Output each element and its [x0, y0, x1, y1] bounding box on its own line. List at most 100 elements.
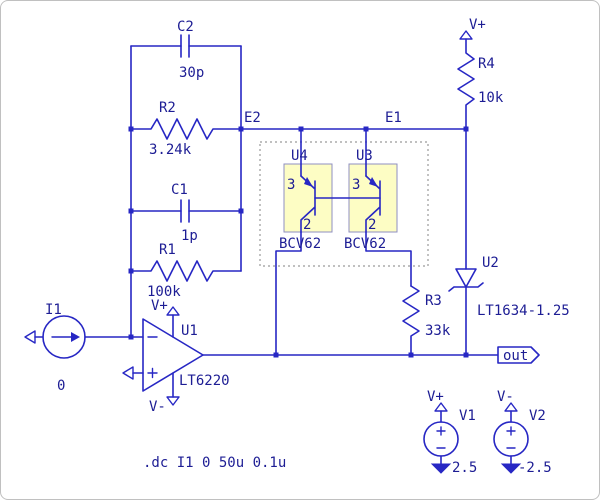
selection-box [259, 141, 429, 267]
ground-icon[interactable] [430, 463, 452, 474]
resistor-zigzag [402, 285, 420, 356]
component-ref[interactable]: I1 [45, 302, 62, 318]
vminus-flag-icon[interactable] [504, 402, 518, 412]
net-label-vplus[interactable]: V+ [427, 389, 444, 405]
junction-dot [298, 126, 304, 132]
zener-diode-glyph [455, 268, 477, 288]
wire-feedback-rails[interactable] [130, 45, 242, 338]
component-ref[interactable]: V1 [459, 408, 476, 424]
zener-cathode-bar [448, 282, 484, 292]
junction-dot [463, 126, 469, 132]
ground-arrow-icon[interactable] [24, 330, 36, 344]
component-value[interactable]: BCV62 [344, 236, 386, 252]
vplus-flag-icon[interactable] [166, 306, 180, 316]
vminus-flag-icon[interactable] [166, 396, 180, 406]
capacitor-plates [180, 34, 190, 58]
component-ref[interactable]: R1 [159, 242, 176, 258]
component-value[interactable]: LT1634-1.25 [477, 303, 570, 319]
resistor-zigzag [130, 118, 242, 140]
component-c2[interactable]: C2 30p [177, 19, 204, 81]
component-c1[interactable]: C1 1p [171, 182, 198, 244]
component-ref[interactable]: U4 [291, 148, 308, 164]
component-ref[interactable]: V2 [529, 408, 546, 424]
component-value[interactable]: 100k [147, 284, 181, 300]
component-ref[interactable]: R2 [159, 100, 176, 116]
polarity-marks [436, 426, 446, 449]
component-r1[interactable]: R1 100k [130, 242, 242, 300]
resistor-zigzag [457, 38, 475, 130]
component-u1[interactable]: V+ V- U1 LT6220 [122, 298, 230, 415]
junction-dot [128, 334, 134, 340]
ground-arrow-icon[interactable] [122, 366, 134, 380]
ground-icon[interactable] [500, 463, 522, 474]
component-value[interactable]: 3.24k [149, 142, 192, 158]
component-r4[interactable]: V+ R4 10k [457, 17, 504, 130]
vplus-flag-icon[interactable] [459, 30, 473, 40]
component-u3[interactable]: U3 3 2 BCV62 [344, 148, 386, 252]
component-value[interactable]: -2.5 [518, 460, 552, 476]
port-outline [497, 346, 540, 364]
capacitor-plates [180, 199, 190, 223]
emitter-arrow-icon [369, 177, 378, 187]
pin-number: 2 [368, 217, 376, 233]
voltage-source-circle [423, 421, 459, 457]
component-v1[interactable]: V+ V1 2.5 [423, 389, 477, 476]
wire-u3-collector-route[interactable] [365, 231, 412, 287]
component-ref[interactable]: C2 [177, 19, 194, 35]
junction-dot [363, 126, 369, 132]
net-label-e1[interactable]: E1 [385, 110, 402, 126]
spice-directive[interactable]: .dc I1 0 50u 0.1u [143, 455, 286, 471]
current-arrow-head-icon [71, 332, 80, 342]
net-label-vminus[interactable]: V- [149, 399, 166, 415]
component-r2[interactable]: R2 3.24k [130, 100, 242, 158]
component-ref[interactable]: R3 [425, 293, 442, 309]
component-value[interactable]: 0 [57, 378, 65, 394]
component-i1[interactable]: I1 0 [24, 302, 86, 394]
output-port[interactable]: out [497, 346, 540, 364]
pin-number: 3 [287, 177, 295, 193]
pin-number: 2 [303, 217, 311, 233]
component-ref[interactable]: U3 [356, 148, 373, 164]
opamp-triangle [142, 318, 204, 392]
pin-number: 3 [352, 177, 360, 193]
wire-emitter-drops[interactable] [300, 128, 367, 177]
component-ref[interactable]: U2 [482, 255, 499, 271]
emitter-arrow-icon [304, 177, 313, 187]
net-label-out[interactable]: out [503, 348, 528, 364]
component-value[interactable]: LT6220 [179, 373, 230, 389]
component-ref[interactable]: U1 [181, 323, 198, 339]
net-label-vminus[interactable]: V- [497, 389, 514, 405]
noninverting-input-glyph [147, 367, 158, 379]
vplus-flag-icon[interactable] [434, 402, 448, 412]
resistor-zigzag [130, 260, 242, 282]
component-value[interactable]: 2.5 [452, 460, 477, 476]
component-value[interactable]: 30p [179, 65, 204, 81]
component-u2[interactable]: U2 LT1634-1.25 [448, 255, 570, 319]
junction-dots [128, 126, 469, 358]
wire-u4-collector-route[interactable] [275, 231, 302, 356]
voltage-source-circle [493, 421, 529, 457]
current-source-circle [42, 315, 86, 359]
junction-dot [408, 352, 414, 358]
component-value[interactable]: BCV62 [279, 236, 321, 252]
component-value[interactable]: 1p [181, 228, 198, 244]
component-u4[interactable]: U4 3 2 BCV62 [279, 148, 321, 252]
component-v2[interactable]: V- V2 -2.5 [493, 389, 552, 476]
junction-dot [128, 268, 134, 274]
component-ref[interactable]: C1 [171, 182, 188, 198]
junction-dot [463, 352, 469, 358]
polarity-marks [506, 426, 516, 449]
net-label-vplus[interactable]: V+ [151, 298, 168, 314]
wire-opamp-inputs[interactable] [34, 336, 144, 374]
junction-dot [128, 208, 134, 214]
net-label-e2[interactable]: E2 [244, 110, 261, 126]
net-label-vplus[interactable]: V+ [469, 17, 486, 33]
junction-dot [273, 352, 279, 358]
junction-dot [238, 208, 244, 214]
component-r3[interactable]: R3 33k [402, 285, 451, 356]
component-value[interactable]: 10k [478, 90, 504, 106]
component-value[interactable]: 33k [425, 323, 451, 339]
component-ref[interactable]: R4 [478, 56, 495, 72]
